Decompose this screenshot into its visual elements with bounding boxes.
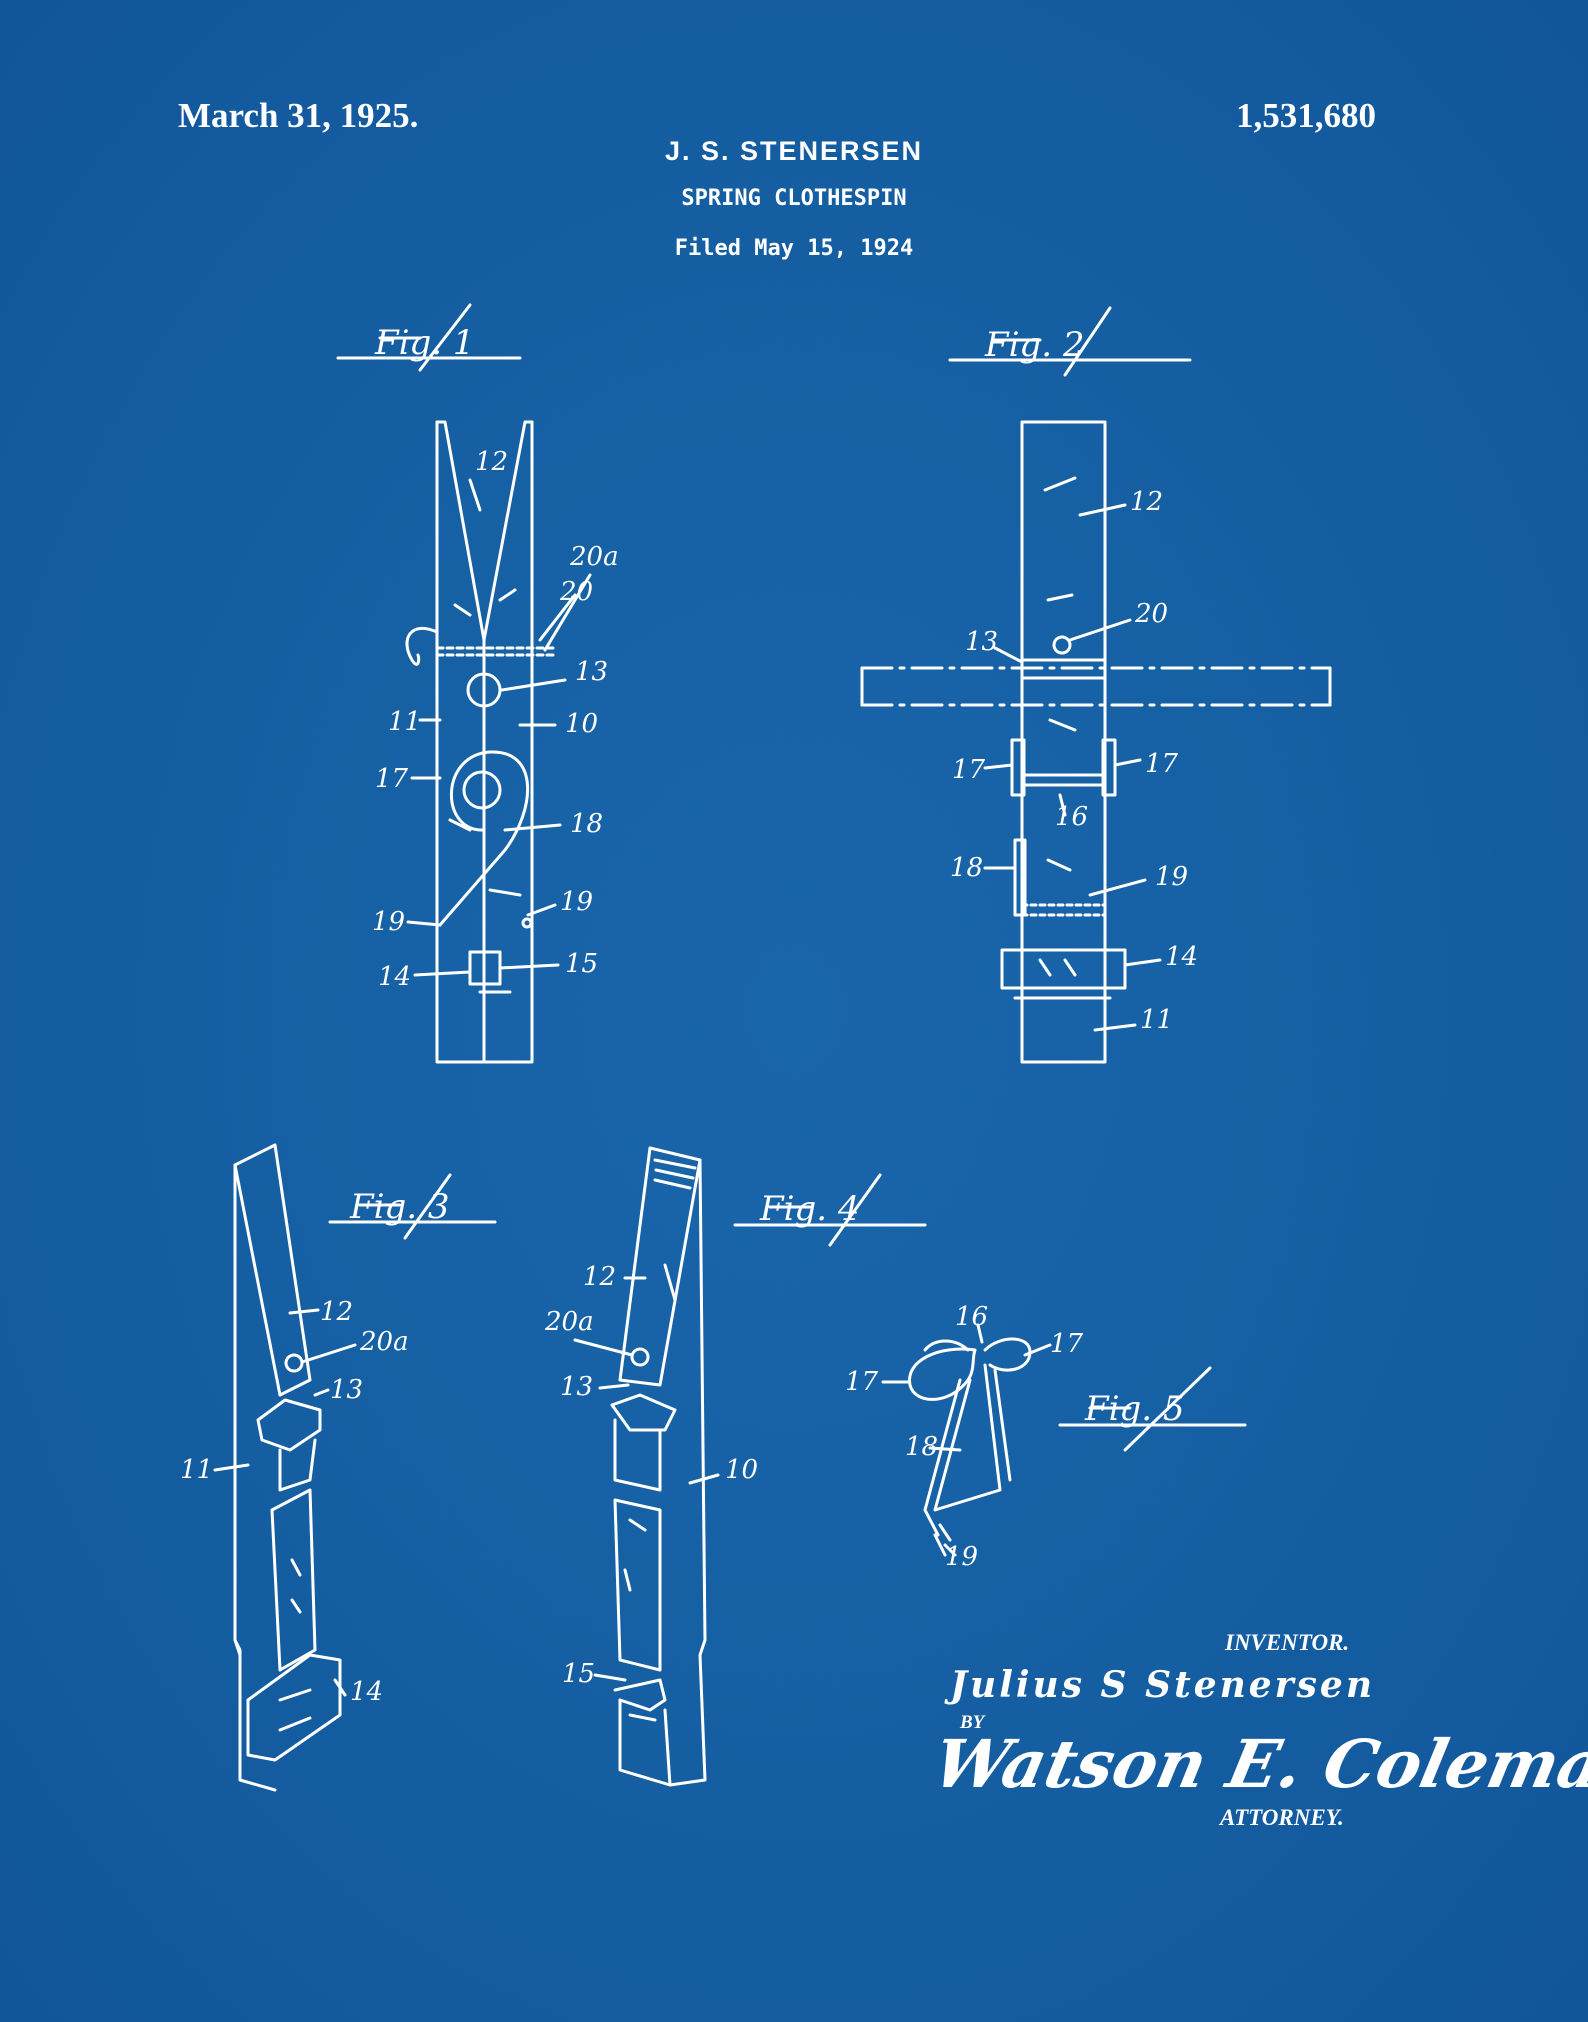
fig2-label-mark: [948, 306, 1192, 377]
fig1-ref-20a: 20a: [569, 542, 619, 572]
inventor-name: J. S. STENERSEN: [664, 136, 924, 166]
fig3-ref-13: 13: [330, 1375, 363, 1405]
figure-5: Fig. 5 16 17 17 18 19: [845, 1302, 1247, 1572]
fig5-ref-17-left: 17: [845, 1367, 879, 1397]
fig3-label-mark: [328, 1173, 497, 1240]
fig1-label: Fig. 1: [374, 323, 474, 363]
fig2-ref-17-left: 17: [952, 755, 986, 785]
fig1-label-mark: [336, 303, 522, 372]
fig1-ref-12: 12: [475, 447, 508, 477]
clothespin-perspective-left: [233, 1143, 342, 1792]
figure-2: Fig. 2: [860, 306, 1332, 1064]
fig2-ref-18: 18: [950, 853, 983, 883]
fig5-ref-16: 16: [955, 1302, 988, 1332]
inventor-signature: Julius S Stenersen: [950, 1664, 1375, 1706]
fig2-ref-16: 16: [1055, 802, 1088, 832]
fig2-ref-11: 11: [1140, 1005, 1173, 1035]
fig1-ref-14: 14: [378, 962, 411, 992]
fig3-leaders: [213, 1308, 357, 1697]
fig4-ref-13: 13: [560, 1372, 593, 1402]
fig1-ref-17: 17: [375, 764, 409, 794]
fig2-label: Fig. 2: [984, 325, 1084, 365]
fig2-ref-20: 20: [1134, 599, 1168, 629]
fig1-ref-15: 15: [565, 949, 598, 979]
fig3-ref-20a: 20a: [359, 1327, 409, 1357]
fig1-leaders: [406, 478, 592, 977]
fig3-label: Fig. 3: [349, 1187, 449, 1227]
clothespin-front-view: [405, 420, 557, 1064]
fig5-ref-18: 18: [905, 1432, 938, 1462]
fig5-ref-19: 19: [945, 1542, 978, 1572]
fig2-ref-12: 12: [1130, 487, 1163, 517]
fig4-ref-12: 12: [583, 1262, 616, 1292]
fig4-label-mark: [733, 1173, 927, 1247]
clothespin-side-view: [860, 420, 1332, 1064]
fig3-ref-14: 14: [350, 1677, 383, 1707]
filed-date: Filed May 15, 1924: [674, 236, 914, 261]
fig1-ref-10: 10: [565, 709, 598, 739]
fig3-ref-11: 11: [180, 1455, 213, 1485]
clothespin-perspective-right: [610, 1146, 707, 1787]
fig4-label: Fig. 4: [759, 1189, 859, 1229]
invention-title: SPRING CLOTHESPIN: [681, 186, 907, 211]
figure-1: Fig. 1: [336, 303, 619, 1064]
attorney-signature: Watson E. Coleman: [926, 1725, 1588, 1803]
fig2-ref-14: 14: [1165, 942, 1198, 972]
patent-date: March 31, 1925.: [178, 96, 419, 135]
fig4-leaders: [573, 1276, 720, 1682]
inventor-label: INVENTOR.: [1225, 1630, 1350, 1655]
fig2-ref-19: 19: [1155, 862, 1188, 892]
figure-4: Fig. 4: [544, 1146, 927, 1787]
fig2-ref-13: 13: [965, 627, 998, 657]
fig1-ref-18: 18: [570, 809, 603, 839]
fig4-ref-10: 10: [725, 1455, 758, 1485]
fig4-ref-15: 15: [562, 1659, 595, 1689]
fig1-ref-13: 13: [575, 657, 608, 687]
fig1-ref-19-left: 19: [372, 907, 405, 937]
fig2-leaders: [983, 503, 1162, 1032]
fig2-ref-17-right: 17: [1145, 749, 1179, 779]
fig5-label: Fig. 5: [1084, 1389, 1184, 1429]
fig1-ref-20: 20: [559, 577, 593, 607]
fig4-ref-20a: 20a: [544, 1307, 594, 1337]
fig1-ref-11: 11: [388, 707, 421, 737]
fig5-label-mark: [1058, 1366, 1247, 1452]
patent-number: 1,531,680: [1236, 96, 1376, 135]
fig3-ref-12: 12: [320, 1297, 353, 1327]
fig5-leaders: [881, 1323, 1052, 1557]
fig5-ref-17-right: 17: [1050, 1329, 1084, 1359]
fig1-ref-19-right: 19: [560, 887, 593, 917]
by-label: BY: [960, 1712, 985, 1733]
figure-3: Fig. 3: [180, 1143, 497, 1792]
attorney-label: ATTORNEY.: [1220, 1805, 1344, 1830]
